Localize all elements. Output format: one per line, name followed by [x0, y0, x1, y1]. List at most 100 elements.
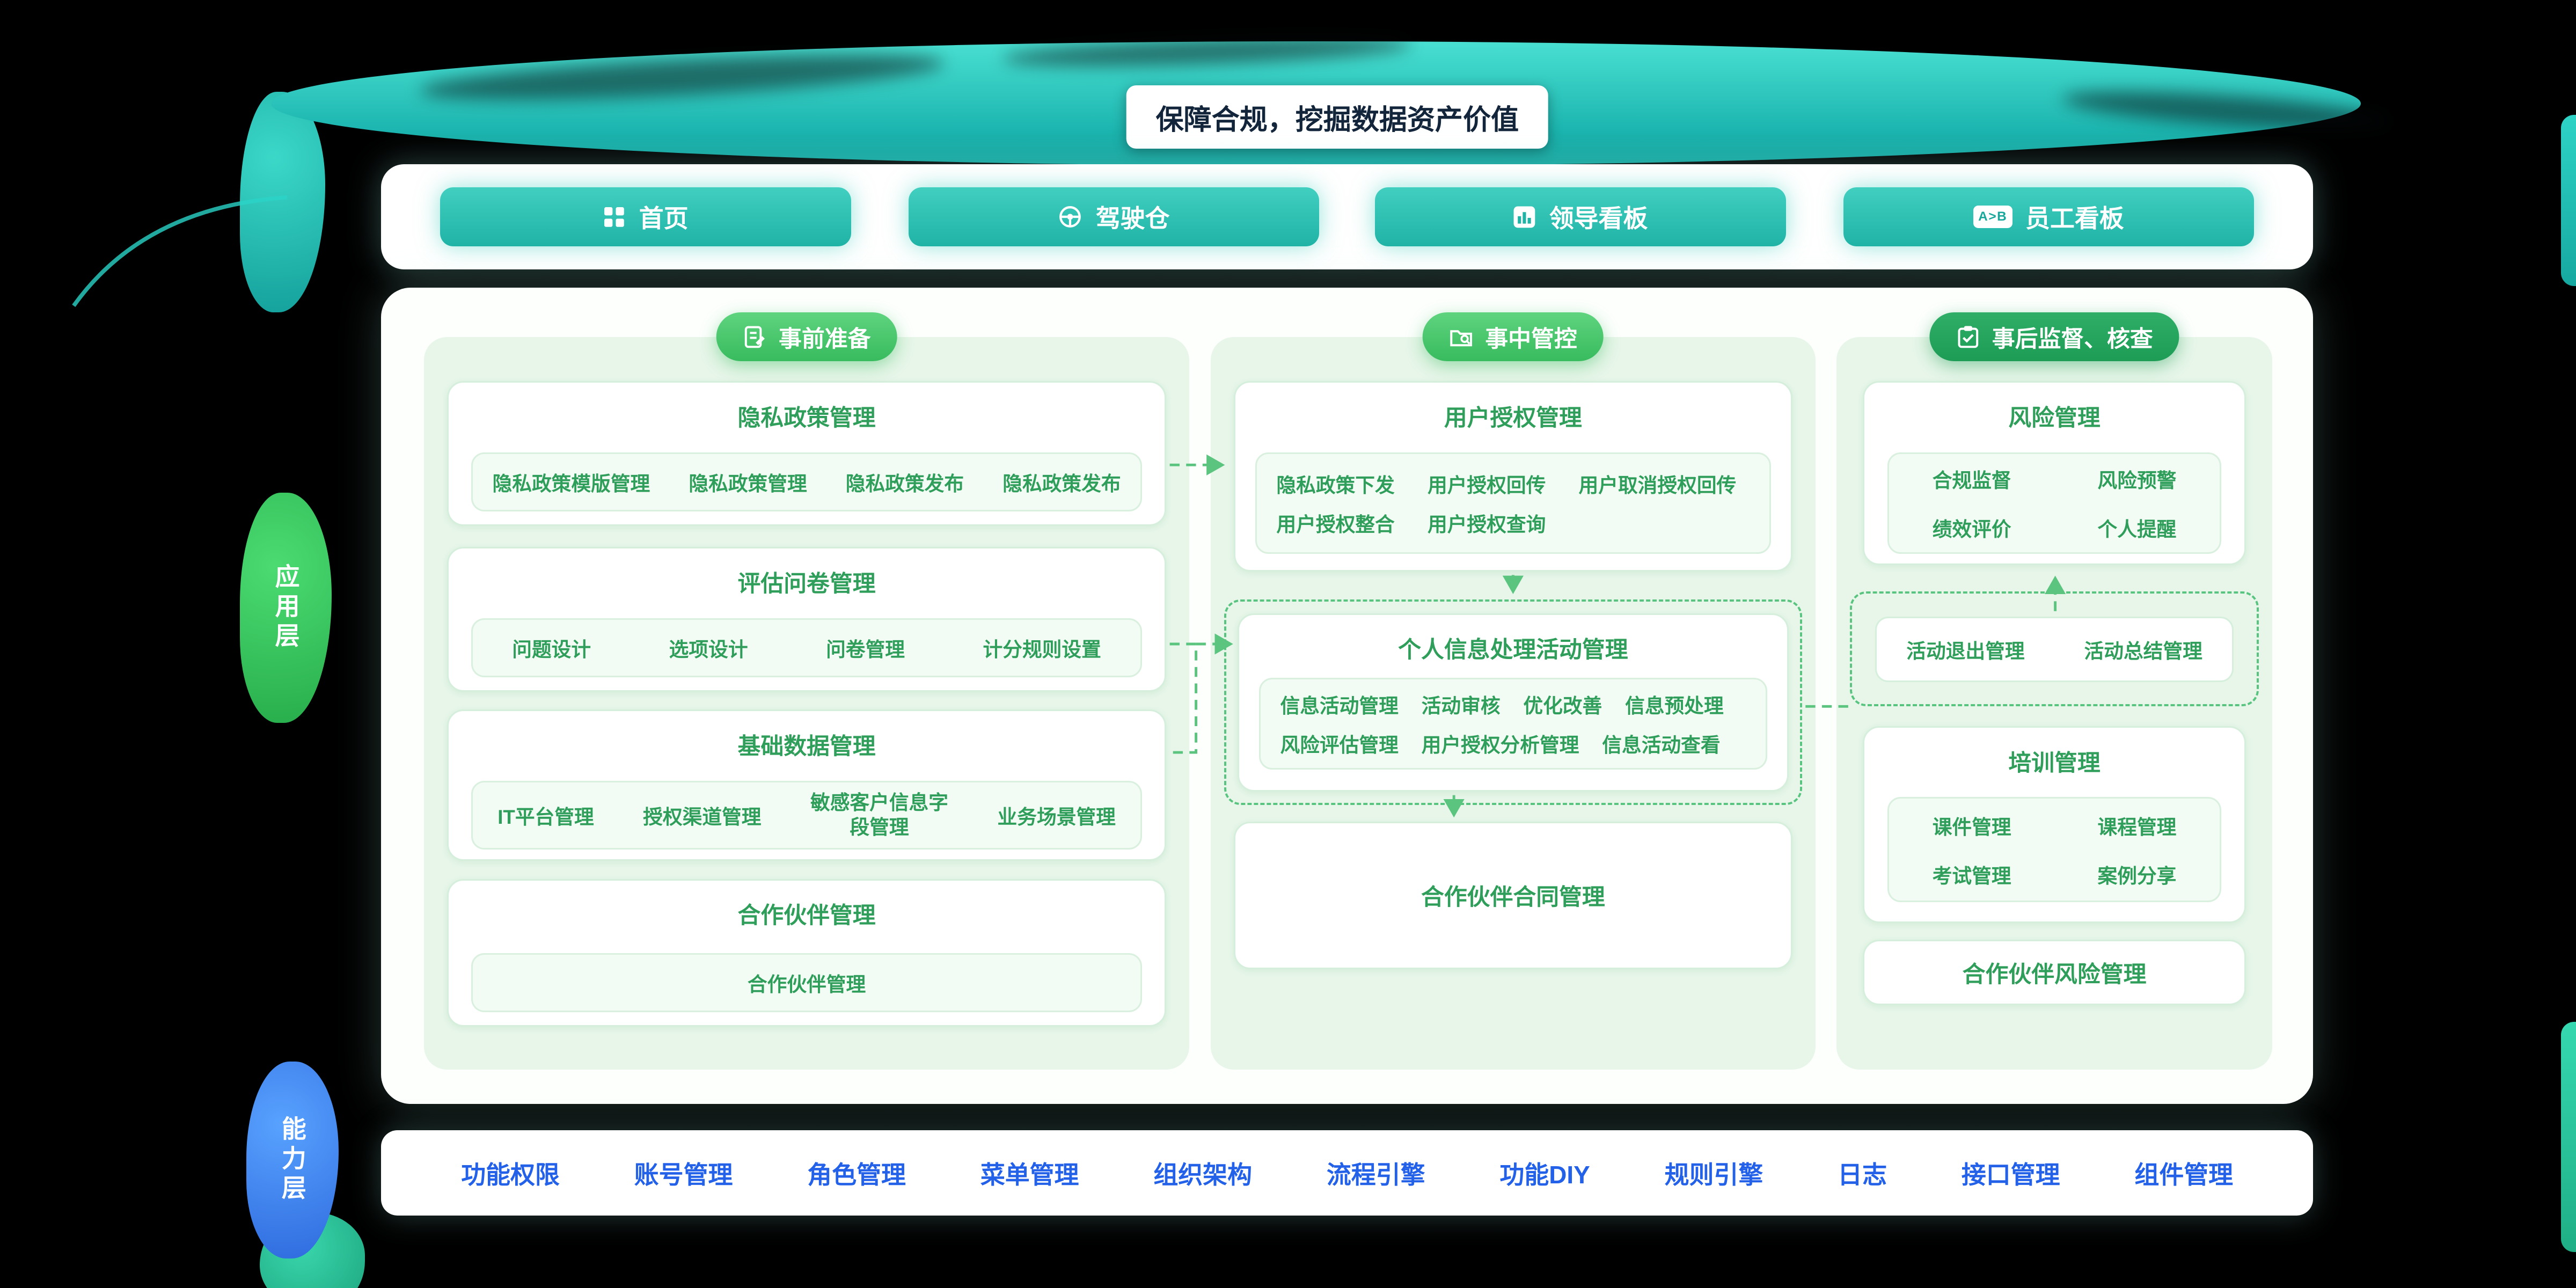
card-items: 隐私政策模版管理 隐私政策管理 隐私政策发布 隐私政策发布 — [471, 452, 1142, 511]
card-title: 隐私政策管理 — [737, 405, 876, 431]
module-item: 合作伙伴管理 — [747, 974, 866, 996]
card-title: 风险管理 — [2008, 405, 2101, 431]
nav-label: 领导看板 — [1549, 204, 1648, 233]
module-item: 课件管理 — [1932, 816, 2011, 838]
module-item: 风险评估管理 — [1280, 734, 1399, 756]
item-row: 隐私政策下发 用户授权回传 用户取消授权回传 — [1276, 469, 1750, 498]
card-items: 活动退出管理 活动总结管理 — [1875, 616, 2234, 683]
card-items: 合规监督 风险预警 绩效评价 个人提醒 — [1887, 452, 2221, 554]
module-item: 信息活动查看 — [1602, 734, 1721, 756]
dashed-activity-exit-region: 活动退出管理 活动总结管理 — [1849, 591, 2259, 707]
module-item: IT平台管理 — [497, 806, 594, 828]
module-item: 授权渠道管理 — [643, 806, 762, 828]
badge-label: 事前准备 — [779, 326, 871, 352]
module-item: 用户授权整合 — [1276, 513, 1395, 536]
badge-label: 事中管控 — [1485, 326, 1577, 352]
module-item: 合规监督 — [1932, 470, 2011, 492]
clipboard-check-icon — [1958, 326, 1979, 348]
module-item: 优化改善 — [1523, 695, 1602, 718]
module-item: 隐私政策模版管理 — [492, 472, 650, 495]
steering-wheel-icon — [1059, 206, 1081, 228]
card-title: 合作伙伴合同管理 — [1421, 884, 1605, 911]
capability-item[interactable]: 接口管理 — [1961, 1160, 2060, 1189]
module-item: 信息活动管理 — [1280, 695, 1399, 718]
module-item: 用户取消授权回传 — [1578, 474, 1737, 497]
card-items: 合作伙伴管理 — [471, 953, 1142, 1013]
card-items: 信息活动管理 活动审核 优化改善 信息预处理 风险评估管理 用户授权分析管理 信… — [1258, 677, 1767, 770]
grid-icon — [604, 207, 625, 227]
module-item: 敏感客户信息字段管理 — [810, 792, 949, 838]
column-post-supervision: 事后监督、核查 风险管理 合规监督 风险预警 绩效评价 个人提醒 活动退出管理 … — [1836, 312, 2272, 1070]
module-item: 风险预警 — [2097, 470, 2177, 492]
nav-label: 员工看板 — [2025, 204, 2124, 233]
application-layer-label: 应用层 — [272, 564, 300, 653]
decorative-arc — [72, 195, 288, 307]
decorative-edge-sliver-bottom — [2561, 1022, 2576, 1252]
capability-item[interactable]: 功能DIY — [1499, 1160, 1590, 1189]
badge-label: 事后监督、核查 — [1992, 326, 2153, 352]
module-item: 选项设计 — [669, 638, 748, 661]
card-items: 问题设计 选项设计 问卷管理 计分规则设置 — [471, 618, 1142, 677]
column-pre-preparation: 事前准备 隐私政策管理 隐私政策模版管理 隐私政策管理 隐私政策发布 隐私政策发… — [423, 312, 1190, 1070]
module-item: 计分规则设置 — [983, 638, 1101, 661]
card-title: 评估问卷管理 — [737, 570, 876, 597]
capability-item[interactable]: 角色管理 — [807, 1160, 906, 1189]
capability-item[interactable]: 组织架构 — [1153, 1160, 1252, 1189]
nav-label: 驾驶仓 — [1095, 204, 1170, 233]
card-title: 合作伙伴管理 — [737, 903, 876, 929]
module-item: 课程管理 — [2097, 816, 2177, 838]
main-panel: 事前准备 隐私政策管理 隐私政策模版管理 隐私政策管理 隐私政策发布 隐私政策发… — [381, 287, 2314, 1104]
module-item: 用户授权回传 — [1427, 474, 1546, 497]
module-item: 隐私政策下发 — [1276, 474, 1395, 497]
capability-item[interactable]: 菜单管理 — [980, 1160, 1079, 1189]
capability-item[interactable]: 流程引擎 — [1326, 1160, 1425, 1189]
nav-button-cockpit[interactable]: 驾驶仓 — [908, 187, 1320, 247]
module-item: 个人提醒 — [2097, 518, 2177, 540]
capability-layer-blob: 能力层 — [246, 1061, 339, 1258]
card-user-authorization-mgmt: 用户授权管理 隐私政策下发 用户授权回传 用户取消授权回传 用户授权整合 用户授… — [1233, 381, 1792, 572]
module-item: 绩效评价 — [1932, 518, 2011, 540]
nav-button-employee-dashboard[interactable]: A>B 员工看板 — [1843, 187, 2254, 247]
capability-item[interactable]: 规则引擎 — [1664, 1160, 1763, 1189]
card-items: IT平台管理 授权渠道管理 敏感客户信息字段管理 业务场景管理 — [471, 780, 1142, 850]
capability-item[interactable]: 功能权限 — [461, 1160, 560, 1189]
module-item: 问题设计 — [512, 638, 591, 661]
card-title: 培训管理 — [2008, 750, 2101, 776]
nav-button-leader-dashboard[interactable]: 领导看板 — [1375, 187, 1786, 247]
capability-bar: 功能权限 账号管理 角色管理 菜单管理 组织架构 流程引擎 功能DIY 规则引擎… — [381, 1130, 2314, 1216]
card-training-mgmt: 培训管理 课件管理 课程管理 考试管理 案例分享 — [1863, 726, 2246, 924]
card-risk-mgmt: 风险管理 合规监督 风险预警 绩效评价 个人提醒 — [1863, 381, 2246, 566]
capability-item[interactable]: 组件管理 — [2134, 1160, 2234, 1189]
module-item: 业务场景管理 — [997, 806, 1116, 828]
module-item: 隐私政策发布 — [1002, 472, 1121, 495]
card-privacy-policy-mgmt: 隐私政策管理 隐私政策模版管理 隐私政策管理 隐私政策发布 隐私政策发布 — [447, 381, 1167, 526]
ab-board-icon: A>B — [1973, 205, 2012, 229]
module-item: 隐私政策发布 — [845, 472, 964, 495]
nav-label: 首页 — [639, 204, 689, 233]
card-title: 用户授权管理 — [1444, 405, 1582, 431]
item-row: 用户授权整合 用户授权查询 — [1276, 508, 1750, 537]
module-item: 活动总结管理 — [2084, 640, 2202, 662]
card-items: 课件管理 课程管理 考试管理 案例分享 — [1887, 797, 2221, 903]
module-item: 隐私政策管理 — [689, 472, 807, 495]
capability-item[interactable]: 日志 — [1838, 1160, 1887, 1189]
decorative-edge-sliver-top — [2561, 115, 2576, 286]
module-item: 案例分享 — [2097, 865, 2177, 887]
badge-post-supervision: 事后监督、核查 — [1929, 312, 2179, 362]
card-personal-info-activity-mgmt: 个人信息处理活动管理 信息活动管理 活动审核 优化改善 信息预处理 风险评估管理… — [1238, 613, 1789, 792]
card-title: 基础数据管理 — [737, 733, 876, 759]
badge-in-process-control: 事中管控 — [1423, 312, 1604, 362]
module-item: 考试管理 — [1932, 865, 2011, 887]
card-basic-data-mgmt: 基础数据管理 IT平台管理 授权渠道管理 敏感客户信息字段管理 业务场景管理 — [447, 709, 1167, 861]
bar-chart-icon — [1513, 206, 1535, 228]
module-item: 问卷管理 — [826, 638, 905, 661]
card-assessment-questionnaire: 评估问卷管理 问题设计 选项设计 问卷管理 计分规则设置 — [447, 547, 1167, 692]
dashed-activity-region: 个人信息处理活动管理 信息活动管理 活动审核 优化改善 信息预处理 风险评估管理… — [1224, 599, 1803, 805]
module-item: 活动退出管理 — [1906, 640, 2025, 662]
capability-item[interactable]: 账号管理 — [634, 1160, 733, 1189]
module-item: 信息预处理 — [1625, 695, 1724, 718]
nav-button-home[interactable]: 首页 — [440, 187, 851, 247]
badge-pre-preparation: 事前准备 — [716, 312, 897, 362]
